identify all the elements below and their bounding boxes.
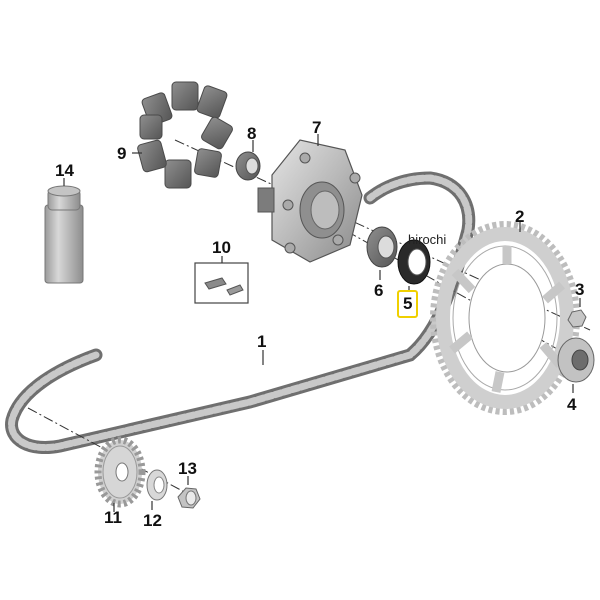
- watermark: hirochi: [408, 232, 447, 247]
- callout-14[interactable]: 14: [55, 161, 74, 180]
- bearing-illustration: [366, 226, 398, 280]
- front-sprocket-illustration: [94, 436, 146, 512]
- sprocket-carrier-illustration: [257, 134, 363, 263]
- callout-5-highlighted[interactable]: 5: [397, 290, 419, 318]
- lock-washer-illustration: [146, 469, 168, 510]
- spray-can-illustration: [44, 178, 84, 284]
- callout-7[interactable]: 7: [312, 118, 322, 137]
- shaft-seal-illustration: [397, 239, 431, 293]
- damper-rubbers-illustration: [137, 81, 233, 189]
- master-link-box: [194, 256, 249, 304]
- callout-12[interactable]: 12: [143, 511, 162, 530]
- sprocket-nut-illustration: [567, 298, 587, 328]
- callout-3[interactable]: 3: [575, 280, 585, 299]
- callout-4[interactable]: 4: [567, 395, 577, 414]
- collar-nut-illustration: [177, 476, 201, 509]
- callout-2[interactable]: 2: [515, 207, 525, 226]
- callout-11[interactable]: 11: [104, 508, 122, 527]
- callout-13[interactable]: 13: [178, 459, 197, 478]
- callout-6[interactable]: 6: [374, 281, 384, 300]
- spacer-washer-illustration: [557, 337, 595, 393]
- rear-sprocket-illustration: [430, 221, 580, 415]
- callout-9[interactable]: 9: [117, 144, 127, 163]
- callout-10[interactable]: 10: [212, 238, 231, 257]
- callout-8[interactable]: 8: [247, 124, 257, 143]
- spacer-bushing-illustration: [235, 140, 261, 181]
- callout-1[interactable]: 1: [257, 332, 267, 351]
